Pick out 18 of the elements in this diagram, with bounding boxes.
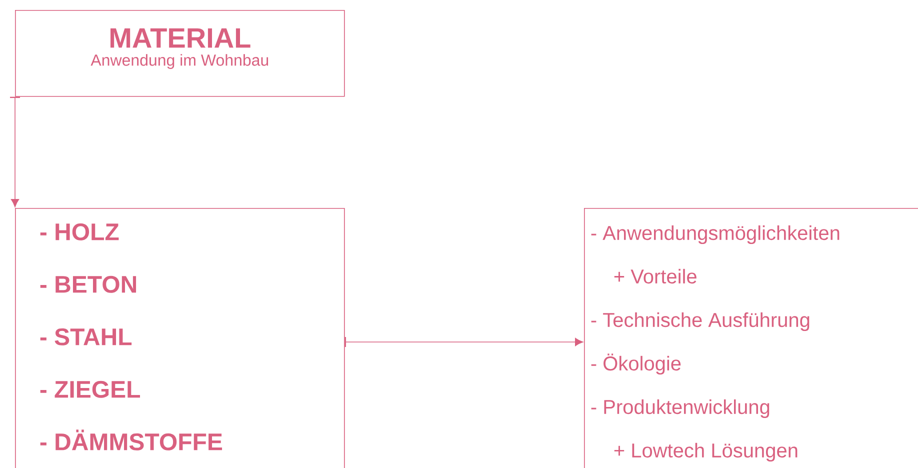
arrow	[344, 337, 584, 347]
title-box	[15, 10, 345, 97]
list-item: - Ökologie	[591, 354, 681, 375]
list-item: + Vorteile	[614, 268, 696, 284]
list-item: - HOLZ	[40, 223, 119, 240]
list-item: - DÄMMSTOFFE	[40, 430, 222, 450]
subheading: Anwendung im Wohnbau	[90, 54, 268, 69]
arrow	[10, 96, 20, 208]
material-list-box	[15, 208, 345, 468]
heading: MATERIAL	[110, 28, 250, 48]
list-item: - Produktenwicklung	[591, 399, 770, 418]
topic-list-box	[584, 208, 918, 468]
list-item: - BETON	[40, 276, 136, 293]
list-item: - Technische Ausführung	[591, 312, 810, 332]
list-item: + Lowtech Lösungen	[614, 442, 798, 462]
list-item: - ZIEGEL	[40, 380, 140, 398]
list-item: - Anwendungsmöglichkeiten	[591, 225, 840, 244]
list-item: - STAHL	[40, 328, 132, 346]
